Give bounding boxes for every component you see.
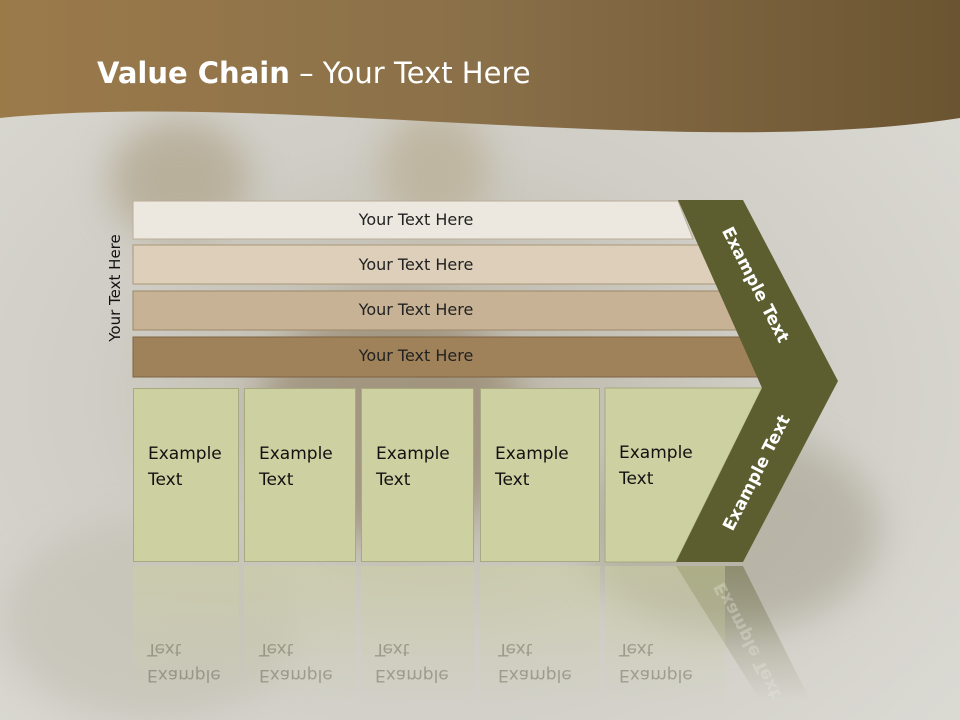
box-line1: Example xyxy=(376,444,450,464)
box-line2: Text xyxy=(376,470,411,490)
box-reflection-5 xyxy=(605,566,725,706)
activity-box-2: Example Text xyxy=(244,388,356,562)
bar-label-1: Your Text Here xyxy=(358,210,474,229)
chevron-arrow xyxy=(676,200,838,562)
title-bold: Value Chain xyxy=(97,56,290,90)
box-line1: Example xyxy=(259,444,333,464)
bar-shape-1 xyxy=(132,200,694,240)
bar-label-2: Your Text Here xyxy=(358,255,474,274)
box-line2: Text xyxy=(148,470,183,490)
bar-label-4: Your Text Here xyxy=(358,346,474,365)
box-reflection-2 xyxy=(244,566,356,706)
box-line1: Example xyxy=(495,444,569,464)
activity-box-4: Example Text xyxy=(480,388,600,562)
box-line1: Example xyxy=(619,443,693,463)
activity-box-5: Example Text xyxy=(605,388,725,562)
activity-box-1: Example Text xyxy=(133,388,239,562)
box-reflection-1 xyxy=(133,566,239,706)
bar-label-3: Your Text Here xyxy=(358,300,474,319)
box-reflection-4 xyxy=(480,566,600,706)
chevron-reflection xyxy=(676,566,810,700)
box-line2: Text xyxy=(259,470,294,490)
box-line2: Text xyxy=(619,469,654,489)
title-rest: – Your Text Here xyxy=(289,56,531,90)
box-line2: Text xyxy=(495,470,530,490)
box-line1: Example xyxy=(148,444,222,464)
activity-box-3: Example Text xyxy=(361,388,474,562)
header-band xyxy=(0,0,960,133)
page-title: Value Chain – Your Text Here xyxy=(97,56,531,90)
box-reflection-3 xyxy=(361,566,474,706)
